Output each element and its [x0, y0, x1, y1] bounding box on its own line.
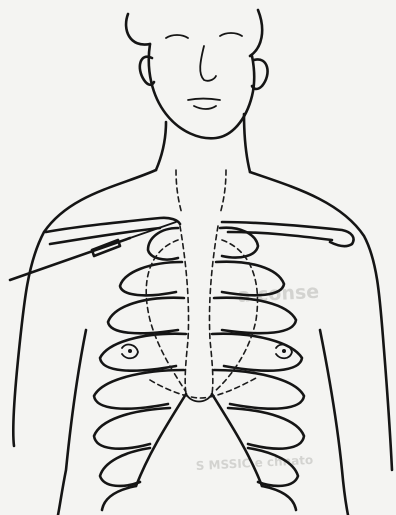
right-flank	[320, 330, 348, 515]
right-clavicle-lower	[228, 232, 332, 240]
nose	[200, 46, 216, 81]
left-nipple-dot	[128, 349, 132, 353]
left-flank	[58, 330, 86, 515]
right-eye	[220, 33, 242, 36]
hair-right	[250, 10, 262, 56]
mouth	[188, 99, 220, 101]
lower-lip	[194, 106, 216, 109]
xiphoid	[186, 394, 212, 402]
left-rib-5	[94, 370, 184, 409]
right-rib-6	[228, 408, 304, 449]
right-rib-5	[214, 370, 304, 409]
left-rib-7	[100, 448, 150, 486]
neck-right	[244, 114, 250, 172]
neck-left	[156, 122, 166, 170]
needle-shaft	[10, 238, 130, 280]
left-eye	[166, 35, 188, 38]
right-shoulder-arm	[250, 172, 392, 470]
sternum	[180, 226, 218, 402]
clavicles	[46, 218, 354, 246]
right-rib-4	[212, 334, 302, 371]
left-rib-8	[102, 486, 136, 510]
bleed-text-line-1: a conse	[237, 281, 320, 307]
left-rib-3	[108, 298, 184, 334]
left-shoulder-arm	[13, 170, 156, 446]
trachea-right	[220, 170, 226, 214]
left-rib-1	[148, 228, 178, 260]
hair-left	[126, 14, 150, 45]
nipples	[122, 345, 292, 359]
head	[126, 10, 268, 138]
diaphragm-line	[150, 378, 256, 398]
trachea-left	[176, 170, 182, 214]
left-clavicle	[46, 218, 180, 232]
left-clavicle-lower	[50, 228, 160, 244]
left-rib-4	[100, 334, 186, 371]
right-rib-8	[262, 486, 296, 510]
left-rib-6	[94, 408, 170, 449]
right-nipple-dot	[282, 349, 286, 353]
